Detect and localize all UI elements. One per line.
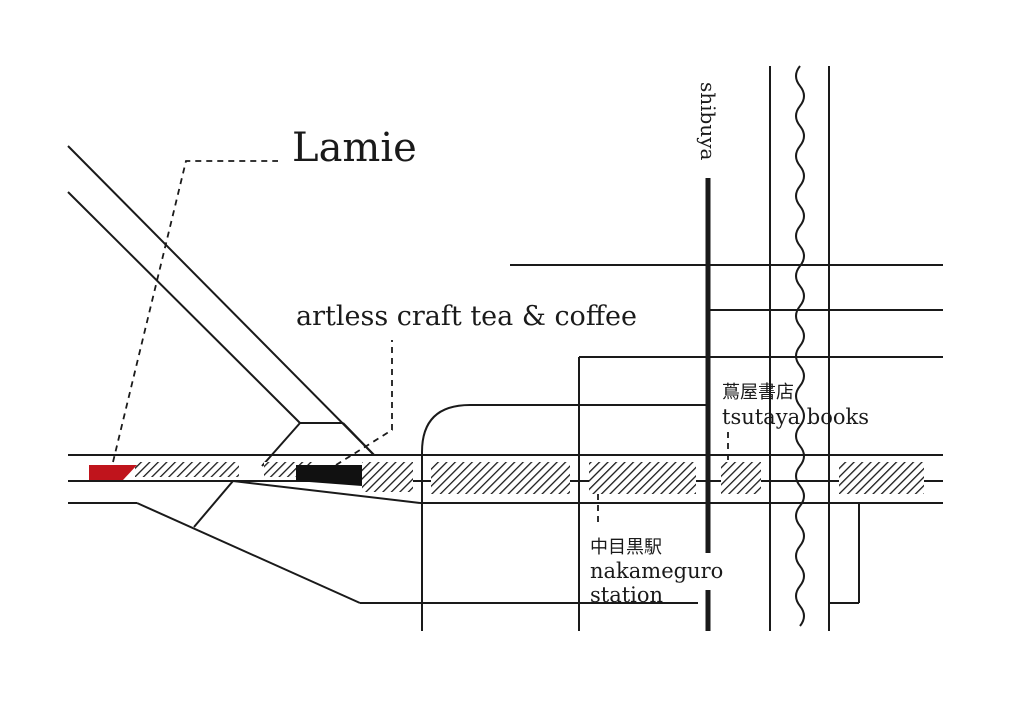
railway-hatch-blocks bbox=[135, 462, 924, 494]
diagonal-avenue bbox=[67, 145, 375, 456]
shibuya-label: shibuya bbox=[696, 82, 720, 161]
lamie-leader bbox=[112, 160, 278, 463]
station-loop-street bbox=[421, 404, 708, 631]
hatch-block bbox=[589, 462, 696, 494]
hatch-block bbox=[135, 462, 239, 477]
vertical-streets bbox=[578, 66, 860, 631]
hatch-block bbox=[839, 462, 924, 494]
artless-marker[interactable] bbox=[296, 465, 362, 486]
meguro-river bbox=[795, 65, 805, 627]
hatch-block bbox=[362, 462, 413, 492]
junction-block bbox=[261, 422, 375, 467]
hatch-block bbox=[721, 462, 761, 494]
tsutaya-label-en[interactable]: tsutaya books bbox=[722, 405, 869, 429]
station-label-en-2[interactable]: station bbox=[590, 583, 663, 607]
lower-left-street bbox=[68, 480, 698, 604]
lamie-marker[interactable] bbox=[89, 465, 137, 480]
hatch-block bbox=[431, 462, 570, 494]
leader-lines bbox=[112, 160, 729, 604]
lamie-label[interactable]: Lamie bbox=[292, 125, 417, 171]
artless-label[interactable]: artless craft tea & coffee bbox=[296, 301, 637, 332]
station-label-jp[interactable]: 中目黒駅 bbox=[590, 537, 662, 558]
east-streets bbox=[510, 264, 943, 358]
tsutaya-label-jp[interactable]: 蔦屋書店 bbox=[722, 382, 794, 403]
station-label-en-1[interactable]: nakameguro bbox=[590, 559, 723, 583]
artless-leader bbox=[335, 340, 393, 466]
